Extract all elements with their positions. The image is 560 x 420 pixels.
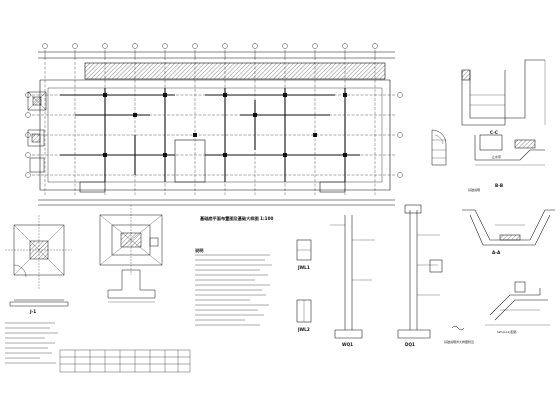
column-detail-top <box>27 91 47 173</box>
notes-top-right: 基础说明 <box>468 188 481 192</box>
right-caption: 基础说明详大样图附近 <box>444 340 475 344</box>
notes-text-lines <box>5 254 272 364</box>
footing-plan-j1 <box>5 215 72 307</box>
wall-jwl2-label: JWL2 <box>298 327 310 332</box>
footing-j1-label: J-1 <box>30 309 37 314</box>
waterstop-label: 止水带 <box>492 155 502 159</box>
break-line-symbol <box>451 325 465 331</box>
wall-wq1-label: WQ1 <box>342 342 354 347</box>
wall-dq1-label: DQ1 <box>405 342 415 347</box>
footing-detail-center <box>99 205 163 303</box>
section-cc-detail <box>461 59 546 126</box>
section-bb-label: B-B <box>495 183 504 188</box>
sz1-detail <box>485 281 550 326</box>
section-bb-detail <box>474 134 545 166</box>
plan-title: 基础底平面布置图及基础大样图 1:100 <box>200 216 274 221</box>
schedule-table <box>59 349 191 373</box>
stair-spiral-detail <box>431 129 447 166</box>
section-aa-label: A-A <box>492 250 501 255</box>
sz1-note: SZ1(LL1)配筋 <box>497 330 517 334</box>
section-cc-label: C-C <box>490 130 498 135</box>
wall-details <box>296 204 443 339</box>
section-aa-detail <box>462 209 555 246</box>
notes-title: 说明 <box>195 248 204 253</box>
foundation-plan <box>25 43 403 206</box>
wall-jwl1-label: JWL1 <box>298 265 310 270</box>
